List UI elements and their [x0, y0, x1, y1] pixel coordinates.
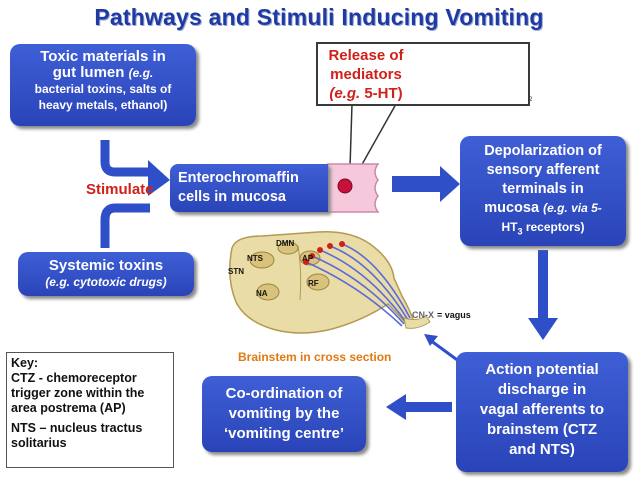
systemic-line2: (e.g. cytotoxic drugs)	[45, 275, 167, 289]
systemic-line1: Systemic toxins	[48, 257, 164, 274]
systemic-toxins-box: Systemic toxins (e.g. cytotoxic drugs)	[18, 252, 194, 296]
coord-line1: Co-ordination of	[225, 385, 343, 402]
toxic-line1: Toxic materials in	[40, 48, 166, 65]
toxic-line2b: (e.g.	[128, 66, 154, 80]
label-dmn: DMN	[276, 239, 294, 248]
label-vagus: = vagus	[437, 310, 471, 320]
label-ap: AP	[302, 254, 314, 263]
coord-line3: ‘vomiting centre’	[223, 425, 345, 442]
toxic-materials-box: Toxic materials in gut lumen (e.g. bacte…	[10, 44, 196, 126]
key-ctz-line1: CTZ - chemoreceptor	[11, 371, 137, 385]
depolarization-box: Depolarization of sensory afferent termi…	[460, 136, 626, 246]
depol-line3: terminals in	[502, 181, 584, 197]
depol-line4a: mucosa	[484, 200, 544, 216]
release-line2: mediators	[330, 66, 402, 83]
label-cnx: CN-X	[412, 310, 434, 320]
action-line2: discharge in	[497, 381, 587, 398]
arrow-toxic-to-entero	[100, 140, 150, 177]
key-box: Key: CTZ - chemoreceptor trigger zone wi…	[6, 352, 174, 468]
stimulate-label: Stimulate	[86, 181, 154, 198]
label-rf: RF	[308, 279, 319, 288]
key-nts-line2: solitarius	[11, 436, 67, 450]
depol-line5a: HT	[501, 220, 518, 234]
depol-line5-sub: 3	[517, 226, 523, 237]
label-nh2-sub: 2	[529, 97, 533, 103]
action-line5: and NTS)	[509, 441, 575, 458]
depol-line1: Depolarization of	[484, 143, 602, 159]
depol-line4b: (e.g. via 5-	[543, 201, 602, 215]
label-stn: STN	[228, 267, 244, 276]
release-line1: Release of	[328, 47, 404, 64]
key-nts-line1: NTS – nucleus tractus	[11, 421, 143, 435]
label-nts: NTS	[247, 254, 264, 263]
release-mediators-box: Release of mediators (e.g. 5-HT)	[316, 42, 530, 106]
release-line3a: (e.g.	[329, 85, 361, 102]
coordination-box: Co-ordination of vomiting by the ‘vomiti…	[202, 376, 366, 452]
key-ctz-line3: area postrema (AP)	[11, 401, 126, 415]
toxic-line3: bacterial toxins, salts of	[34, 82, 172, 96]
arrow-action-to-coord	[386, 394, 452, 420]
release-pointer-line	[349, 103, 353, 169]
action-line1: Action potential	[485, 361, 599, 378]
toxic-line4: heavy metals, ethanol)	[38, 98, 168, 112]
action-line3: vagal afferents to	[479, 401, 605, 418]
enterochromaffin-box: Enterochromaffin cells in mucosa	[170, 164, 328, 212]
key-ctz-line2: trigger zone within the	[11, 386, 145, 400]
brainstem-caption: Brainstem in cross section	[238, 350, 392, 364]
entero-line2: cells in mucosa	[178, 189, 286, 205]
release-line3b: 5-HT)	[360, 85, 403, 102]
arrowhead-toxic-to-entero	[148, 160, 170, 196]
release-pointer-line-2	[359, 103, 397, 169]
coord-line2: vomiting by the	[228, 405, 340, 422]
arrow-action-to-brainstem	[429, 338, 461, 364]
toxic-line2a: gut lumen	[52, 64, 129, 81]
entero-line1: Enterochromaffin	[178, 170, 299, 186]
action-potential-box: Action potential discharge in vagal affe…	[456, 352, 628, 472]
brainstem-diagram	[229, 231, 431, 334]
enterochromaffin-granule	[337, 178, 353, 194]
action-line4: brainstem (CTZ	[486, 421, 597, 438]
arrow-depol-to-action	[528, 250, 558, 340]
page-title: Pathways and Stimuli Inducing Vomiting	[94, 4, 544, 30]
depol-line5b: receptors)	[522, 220, 585, 234]
arrow-mucosa-to-depol	[392, 166, 460, 202]
arrow-systemic-to-entero	[100, 203, 150, 248]
arrowhead-action-to-brainstem	[424, 334, 438, 346]
key-heading: Key:	[11, 356, 39, 370]
mucosa-cell	[327, 163, 380, 213]
label-na: NA	[256, 289, 268, 298]
depol-line2: sensory afferent	[486, 162, 600, 178]
